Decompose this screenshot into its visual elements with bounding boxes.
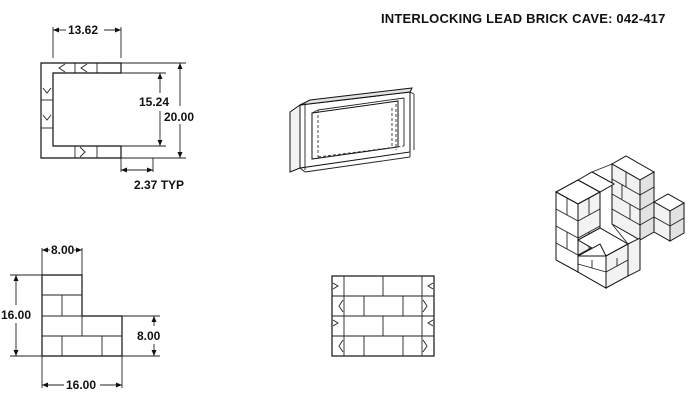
frame-edge [311, 109, 319, 114]
isometric-frame-view [289, 87, 415, 173]
brick-course [639, 216, 655, 226]
arrow-icon [147, 167, 153, 173]
interlock-icon [338, 339, 344, 353]
elevation-view: 8.00 16.00 8.00 16.00 [1, 243, 161, 392]
interlock-icon [42, 87, 52, 94]
arrow-icon [177, 63, 183, 69]
arrow-icon [42, 247, 48, 253]
hidden-edge [317, 145, 405, 158]
frame-edge [299, 167, 306, 173]
brick-top [576, 171, 616, 193]
frame-edge [317, 97, 405, 111]
frame-edge [409, 91, 415, 95]
brick-course [653, 216, 671, 227]
elevation-brick-outline [41, 274, 123, 357]
interlock-icon [422, 299, 428, 313]
drawing-title: INTERLOCKING LEAD BRICK CAVE: 042-417 [381, 11, 666, 26]
elevation-step-dimension: 8.00 [137, 329, 161, 343]
arrow-icon [53, 27, 59, 33]
interlock-icon [422, 339, 428, 353]
plan-inner-dimension: 15.24 [139, 95, 169, 109]
interlock-icon [332, 319, 339, 327]
front-wall-joint [627, 237, 641, 277]
arrow-icon [177, 152, 183, 158]
arrow-icon [116, 382, 122, 388]
isometric-cave-view [554, 155, 686, 289]
arrow-icon [13, 275, 19, 281]
interlock-icon [427, 319, 434, 327]
arrow-icon [42, 382, 48, 388]
arrow-icon [76, 247, 82, 253]
elevation-height-dimension: 16.00 [1, 308, 31, 322]
brick-edge [591, 163, 613, 173]
brick-edge [611, 223, 629, 245]
arrow-icon [157, 140, 163, 146]
plan-brick-outline [40, 62, 122, 159]
brick-course [639, 186, 655, 196]
interlock-icon [332, 282, 339, 290]
front-wall-cap [577, 243, 607, 257]
plan-outer-dimension: 20.00 [164, 110, 194, 124]
frame-left-side [289, 104, 301, 173]
arrow-icon [13, 350, 19, 356]
interlock-icon [79, 146, 86, 158]
interlock-icon [42, 114, 52, 121]
frame-edge [304, 156, 411, 173]
brick-course [669, 217, 685, 227]
arrow-icon [151, 350, 157, 356]
interlock-icon [80, 63, 88, 73]
brick-wall-view [331, 275, 435, 357]
interlock-icon [58, 63, 66, 73]
plan-width-dimension: 13.62 [68, 23, 98, 37]
elevation-width-dimension: 16.00 [66, 378, 96, 392]
frame-top-edge [299, 87, 413, 106]
plan-thickness-dimension: 2.37 TYP [134, 178, 184, 192]
elevation-top-dimension: 8.00 [51, 243, 75, 257]
arrow-icon [151, 316, 157, 322]
brick-course [611, 193, 641, 211]
arrow-icon [121, 167, 127, 173]
arrow-icon [115, 27, 121, 33]
brick-course [611, 208, 641, 226]
arrow-icon [157, 73, 163, 79]
brick-course [639, 201, 655, 211]
interlock-icon [338, 299, 344, 313]
plan-view: 13.62 15.24 20.00 2. [40, 23, 194, 192]
interlock-icon [427, 282, 434, 290]
